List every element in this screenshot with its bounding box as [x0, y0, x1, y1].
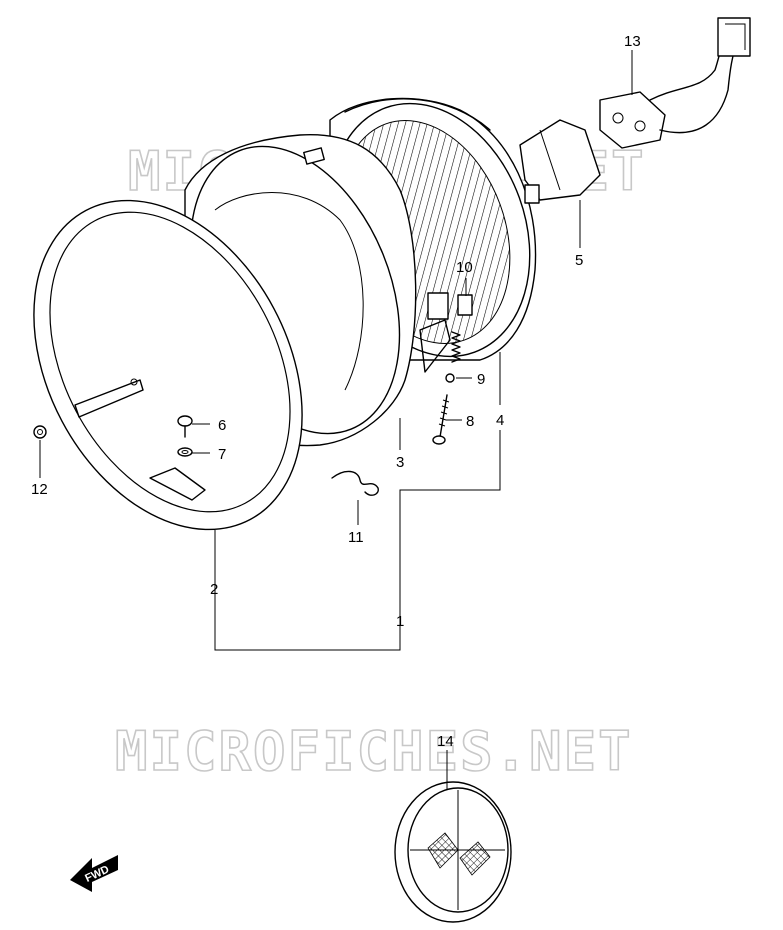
screw-6: [177, 415, 193, 438]
callout-12: 12: [31, 481, 48, 498]
callout-4: 4: [496, 412, 504, 429]
callout-1: 1: [396, 613, 404, 630]
headlight-rim: [33, 199, 303, 531]
callout-7: 7: [218, 446, 226, 463]
callout-9: 9: [477, 371, 485, 388]
callout-2: 2: [210, 581, 218, 598]
washer-7: [177, 447, 193, 457]
leader-lines: [39, 50, 633, 790]
callout-3: 3: [396, 454, 404, 471]
forward-arrow-icon: FWD: [70, 855, 118, 892]
adjuster-bracket: [419, 292, 473, 373]
clip-11: [331, 470, 379, 496]
socket-cover: [519, 119, 601, 204]
adjuster-spring: [445, 331, 461, 383]
callout-8: 8: [466, 413, 474, 430]
grommet-12: [33, 425, 47, 439]
callout-11: 11: [348, 529, 364, 546]
adjuster-screw: [432, 394, 450, 445]
watermark-bottom: MICROFICHES.NET: [115, 720, 633, 783]
lens-cap: [394, 781, 512, 923]
callout-13: 13: [624, 33, 641, 50]
callout-10: 10: [456, 259, 473, 276]
wire-connector: [599, 17, 751, 149]
callout-14: 14: [437, 733, 454, 750]
callout-6: 6: [218, 417, 226, 434]
callout-5: 5: [575, 252, 583, 269]
